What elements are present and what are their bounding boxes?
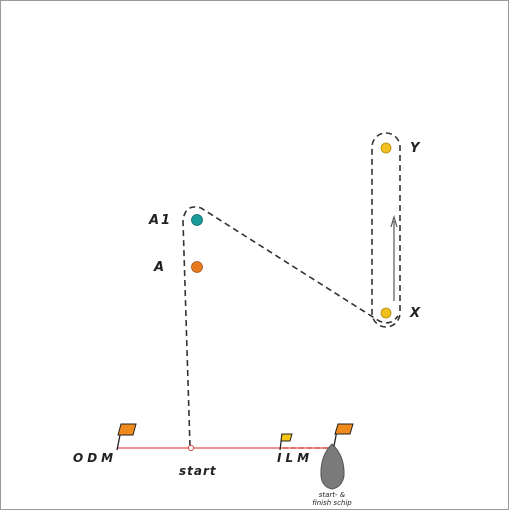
committee-boat-label-line2: finish schip (312, 499, 352, 508)
committee-boat (320, 443, 345, 490)
mark-y-label: Y (410, 141, 420, 156)
committee-boat-flag (334, 423, 354, 435)
mark-y (380, 142, 392, 154)
ilm-label: ILM (277, 451, 314, 465)
committee-boat-label-line1: start- & (318, 491, 346, 499)
committee-boat-label: start- & finish schip (305, 491, 359, 507)
mark-a (191, 261, 203, 273)
mark-x (380, 307, 392, 319)
mark-x-label: X (410, 306, 421, 321)
mark-a1-label: A1 (149, 213, 173, 228)
course-path-a1-x (182, 206, 399, 447)
start-point (187, 444, 195, 452)
odm-label: ODM (73, 451, 118, 465)
odm-flag (117, 423, 137, 436)
ilm-flag (280, 433, 293, 442)
mark-a1 (191, 214, 203, 226)
mark-a-label: A (154, 260, 165, 275)
start-label: start (179, 464, 217, 478)
course-loop-x-y (371, 132, 401, 328)
direction-arrow-head (390, 214, 398, 228)
